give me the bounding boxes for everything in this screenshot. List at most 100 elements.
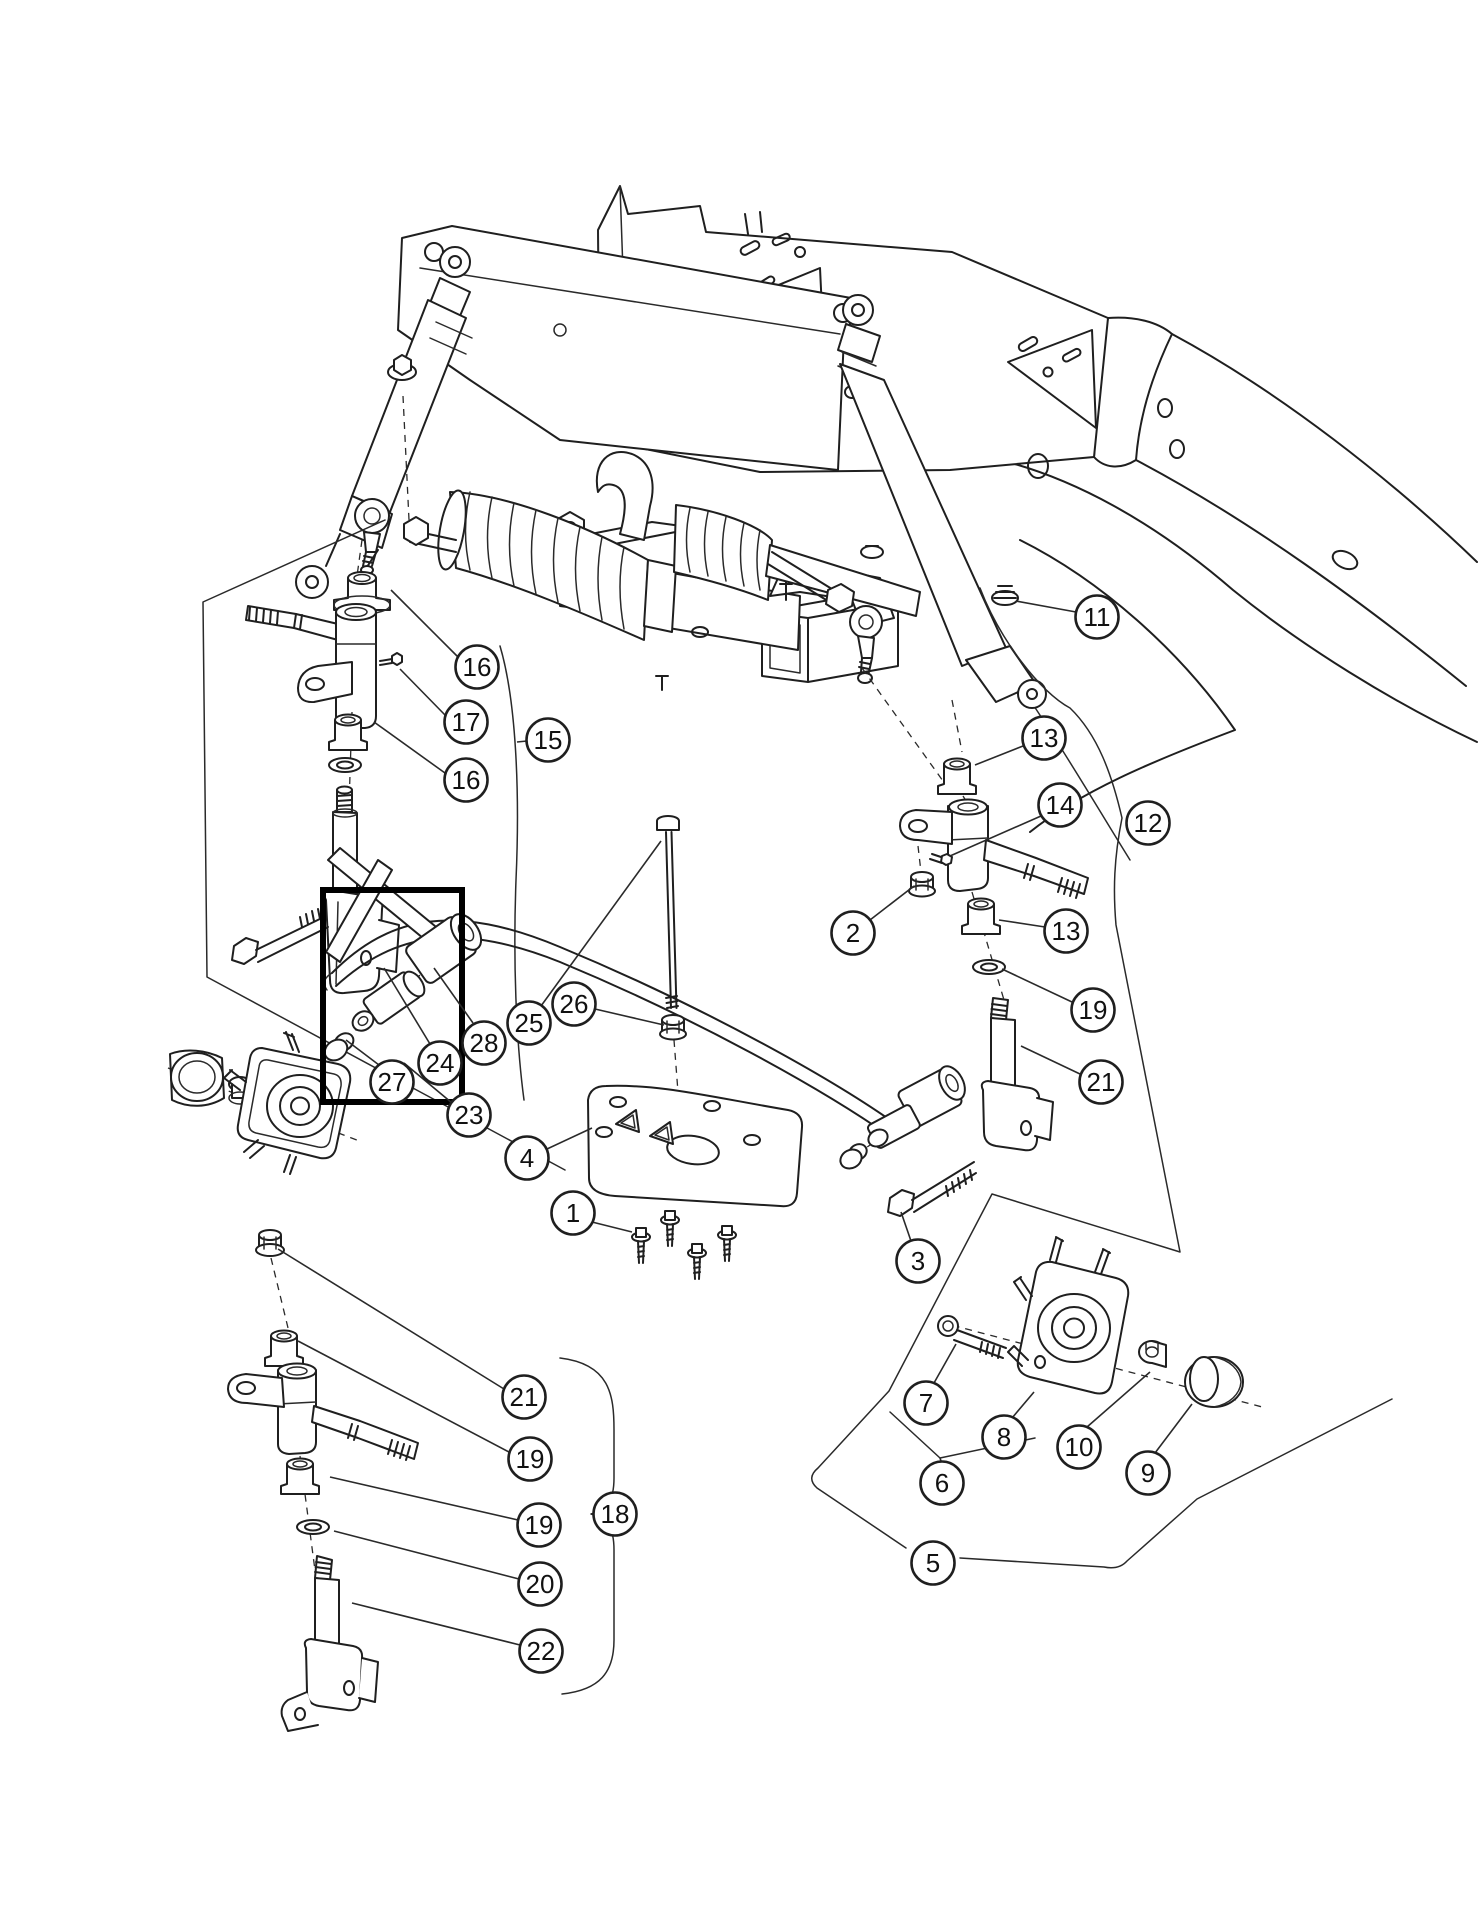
callout-number: 8: [997, 1422, 1011, 1452]
kingpin-nut: [255, 1229, 285, 1257]
callout-bubble: [518, 1628, 564, 1674]
leader-line: [594, 1008, 665, 1026]
callout-bubble: [551, 981, 597, 1027]
leader-line: [1015, 600, 1077, 613]
callout-28: 28: [461, 1020, 507, 1066]
callout-number: 19: [525, 1510, 554, 1540]
callout-11: 11: [1074, 594, 1120, 640]
right-kingpin-nut: [908, 845, 936, 898]
leader-line: [351, 1602, 521, 1646]
callout-number: 25: [515, 1008, 544, 1038]
steering-rack: [437, 451, 921, 641]
leader-line: [869, 885, 915, 921]
callout-number: 21: [1087, 1067, 1116, 1097]
leader-line: [933, 1343, 957, 1384]
leader-line: [433, 967, 474, 1024]
callout-25: 25: [506, 1000, 552, 1046]
callout-7: 7: [903, 1380, 949, 1426]
callout-4: 4: [504, 1135, 550, 1181]
shock-absorber-right: [837, 294, 1047, 709]
leader-line: [546, 1127, 593, 1150]
callout-10: 10: [1056, 1424, 1102, 1470]
callout-number: 28: [470, 1028, 499, 1058]
right-kingpin-bushing-upper: [937, 699, 977, 805]
leader-line: [1011, 1391, 1035, 1419]
callout-21: 21: [501, 1374, 547, 1420]
callout-12: 12: [1125, 800, 1171, 846]
callout-number: 7: [919, 1388, 933, 1418]
callout-bubble: [895, 1238, 941, 1284]
callout-number: 24: [426, 1048, 455, 1078]
callout-24: 24: [417, 1040, 463, 1086]
callout-number: 20: [526, 1569, 555, 1599]
callout-5: 5: [910, 1540, 956, 1586]
spring-mount-plate: [587, 1084, 804, 1208]
callout-number: 16: [463, 652, 492, 682]
flange-nut-top-left: [387, 354, 417, 521]
callout-number: 23: [455, 1100, 484, 1130]
callout-8: 8: [981, 1414, 1027, 1460]
spindle-nut: [1138, 1340, 1167, 1368]
callout-bubble: [1074, 594, 1120, 640]
callout-number: 13: [1030, 723, 1059, 753]
callout-1: 1: [550, 1190, 596, 1236]
callout-number: 10: [1065, 1432, 1094, 1462]
callout-bubble: [919, 1460, 965, 1506]
right-kingpin-stack: [961, 891, 1054, 1152]
shackle-link-kit: [323, 847, 483, 1062]
leader-line: [403, 1062, 453, 1104]
left-spindle: [245, 603, 403, 729]
callout-number: 13: [1052, 916, 1081, 946]
frame-rail: [999, 316, 1478, 861]
callout-15: 15: [525, 717, 571, 763]
tie-rod-right: [767, 551, 1019, 684]
callout-bubble: [903, 1380, 949, 1426]
callout-bubble: [525, 717, 571, 763]
callout-20: 20: [517, 1561, 563, 1607]
leader-line: [297, 1340, 510, 1453]
leader-line: [540, 840, 662, 1007]
callout-bubble: [443, 757, 489, 803]
callout-9: 9: [1125, 1450, 1171, 1496]
callout-number: 5: [926, 1548, 940, 1578]
leader-line: [383, 967, 431, 1045]
callout-bubble: [507, 1436, 553, 1482]
callout-number: 14: [1046, 790, 1075, 820]
callout-bubble: [516, 1502, 562, 1548]
right-link-kit: [839, 1065, 966, 1170]
callout-bubble: [981, 1414, 1027, 1460]
callout-bubble: [1070, 987, 1116, 1033]
leader-line: [1086, 1371, 1151, 1428]
leader-line: [1154, 1403, 1193, 1454]
callout-17: 17: [443, 699, 489, 745]
left-pivot-bolt: [231, 905, 329, 965]
leader-line: [1020, 1045, 1081, 1075]
leader-line: [333, 1530, 520, 1580]
hub-right-group: [937, 1236, 1267, 1409]
callout-bubble: [369, 1059, 415, 1105]
left-kingpin-bushing-upper: [333, 539, 391, 615]
callout-number: 4: [520, 1143, 534, 1173]
callout-19: 19: [1070, 987, 1116, 1033]
callout-number: 16: [452, 765, 481, 795]
leader-line: [390, 589, 459, 658]
callout-21: 21: [1078, 1059, 1124, 1105]
callout-bubble: [1125, 1450, 1171, 1496]
callout-number: 6: [935, 1468, 949, 1498]
callout-number: 15: [534, 725, 563, 755]
callout-13: 13: [1021, 715, 1067, 761]
callout-bubble: [910, 1540, 956, 1586]
callout-number: 12: [1134, 808, 1163, 838]
leader-line: [591, 1221, 633, 1233]
callout-bubble: [443, 699, 489, 745]
callout-16: 16: [454, 644, 500, 690]
callout-bubble: [446, 1092, 492, 1138]
callout-bubble: [1056, 1424, 1102, 1470]
dust-cap: [1184, 1356, 1244, 1408]
callout-bubble: [1043, 908, 1089, 954]
callout-bubble: [550, 1190, 596, 1236]
callout-27: 27: [369, 1059, 415, 1105]
callout-13: 13: [1043, 908, 1089, 954]
